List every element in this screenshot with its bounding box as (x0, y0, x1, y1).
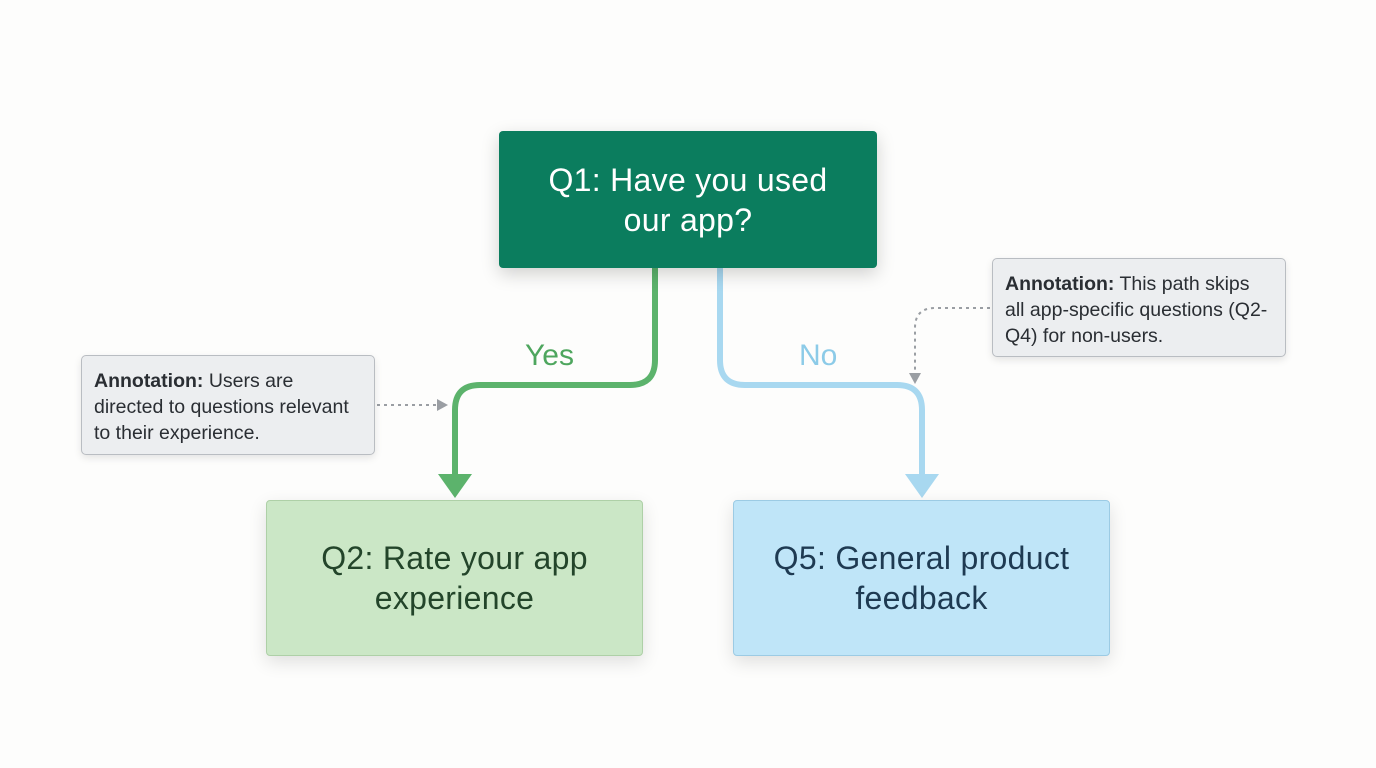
edge-label-yes: Yes (525, 339, 574, 372)
question-node-q2[interactable]: Q2: Rate your app experience (266, 500, 643, 656)
annotation-right-body: This path skips all app-specific questio… (1005, 273, 1268, 347)
question-node-q1-text: Q1: Have you used our app? (548, 161, 828, 238)
yes-arrowhead (438, 474, 472, 498)
left-pointer-arrowhead (437, 399, 448, 411)
annotation-left-body: Users are directed to questions relevant… (94, 370, 349, 444)
right-annotation-pointer (914, 307, 990, 372)
annotation-right-heading: Annotation: (1005, 273, 1115, 295)
yes-path (452, 265, 658, 481)
annotation-note-right: Annotation: This path skips all app-spec… (992, 258, 1286, 357)
no-path (717, 265, 925, 481)
question-node-q5[interactable]: Q5: General product feedback (733, 500, 1110, 656)
annotation-note-left: Annotation: Users are directed to questi… (81, 355, 375, 455)
question-node-q1[interactable]: Q1: Have you used our app? (499, 131, 877, 268)
question-node-q5-text: Q5: General product feedback (773, 540, 1070, 616)
right-pointer-arrowhead (909, 373, 921, 384)
question-node-q2-text: Q2: Rate your app experience (321, 540, 588, 616)
annotation-left-heading: Annotation: (94, 370, 204, 392)
edge-label-no: No (799, 339, 838, 372)
no-arrowhead (905, 474, 939, 498)
